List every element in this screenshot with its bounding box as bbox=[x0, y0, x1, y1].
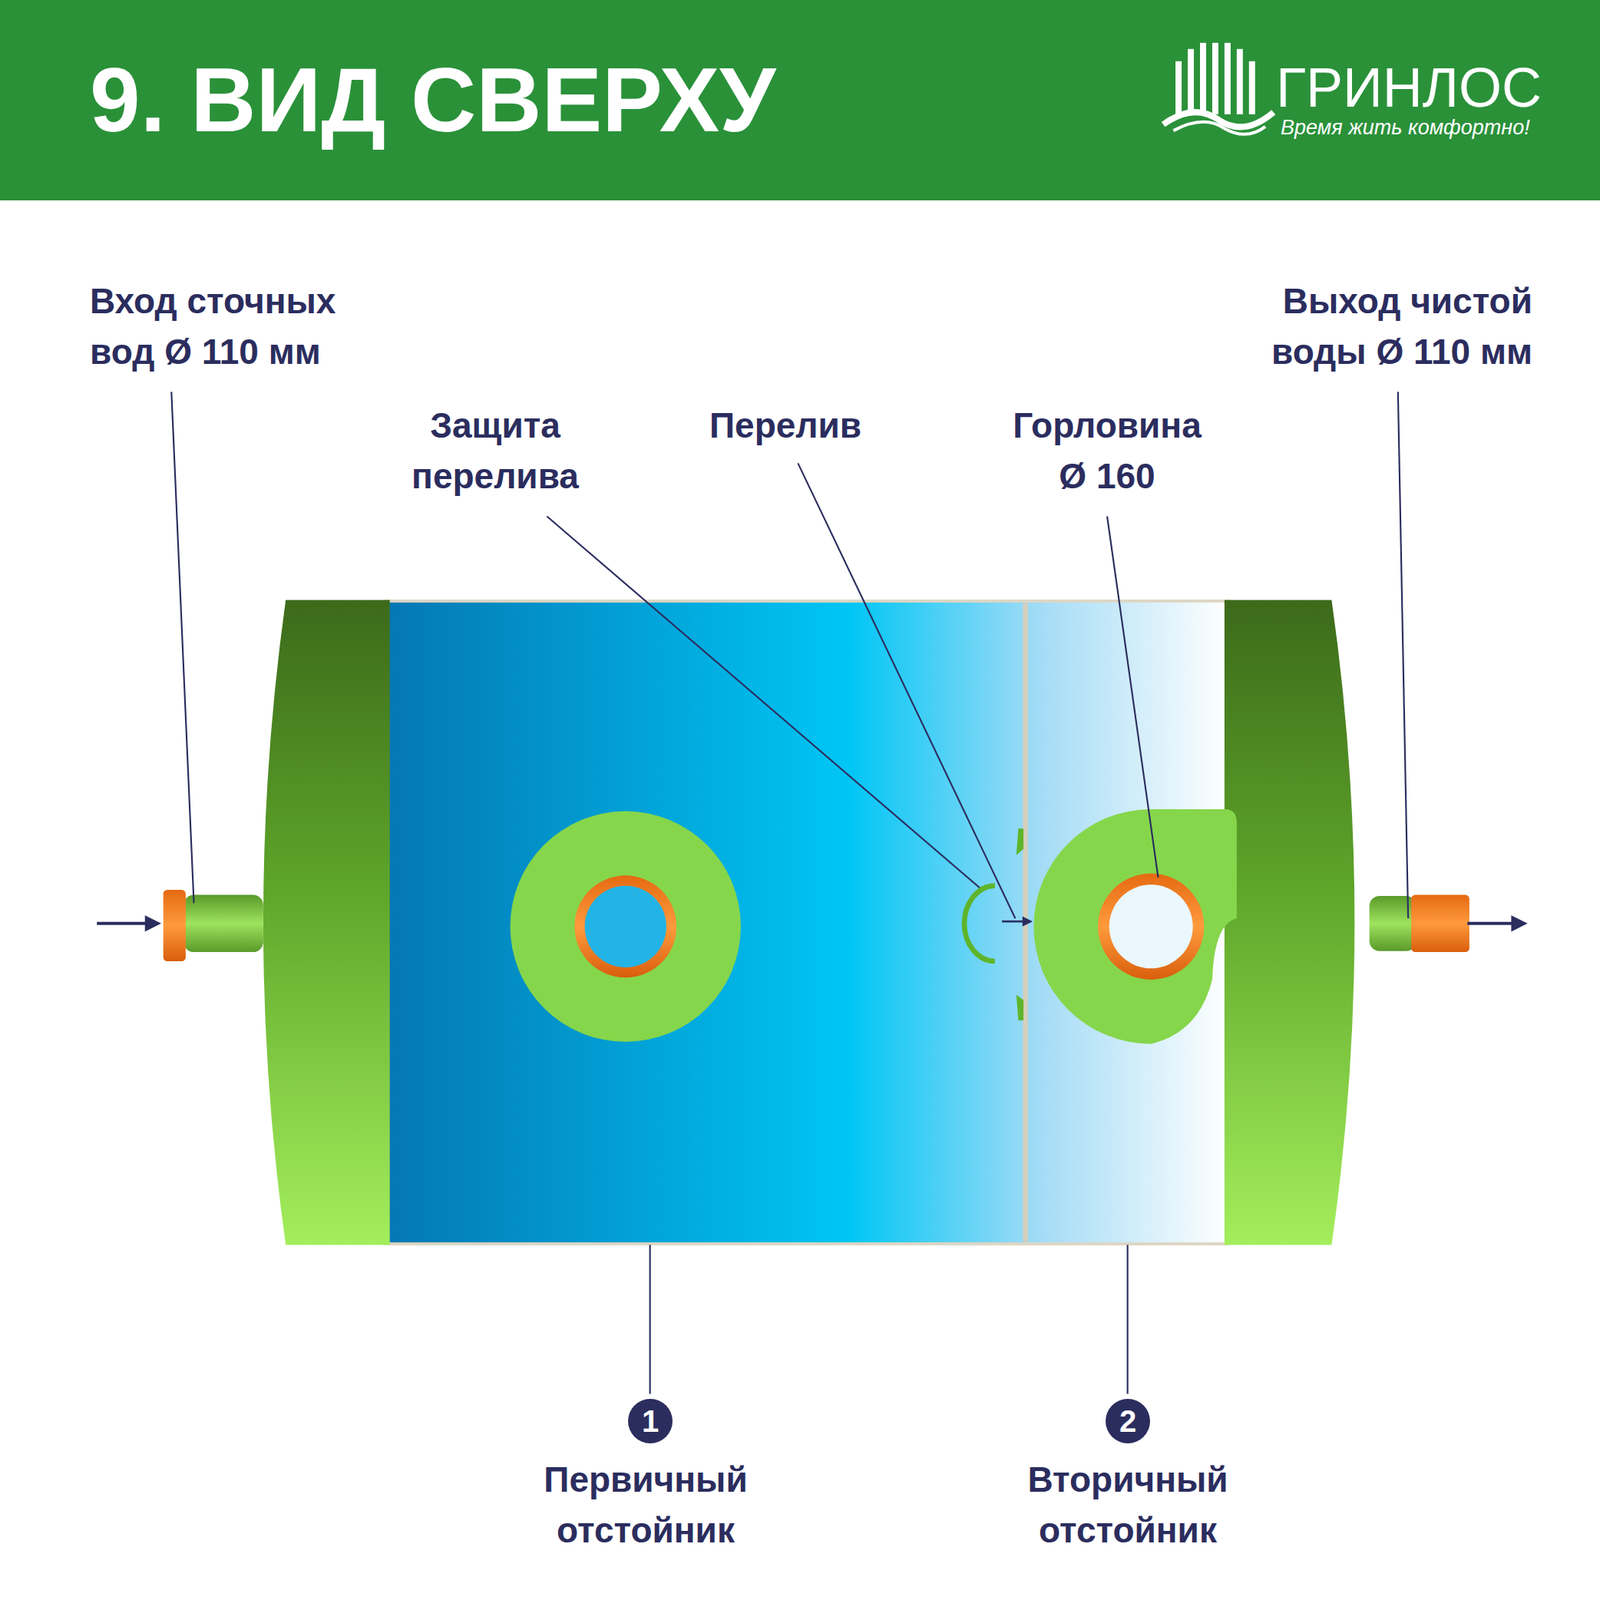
callout-text: 1 bbox=[641, 1405, 659, 1437]
inlet-label: Вход сточных вод Ø 110 мм bbox=[89, 275, 397, 377]
secondary-hatch-part bbox=[1033, 809, 1237, 1045]
inlet-pipe-part bbox=[145, 915, 162, 932]
leader-lines-part bbox=[171, 391, 194, 903]
logo-icon bbox=[1163, 42, 1274, 135]
outlet-pipe-part bbox=[1467, 922, 1515, 926]
secondary-hatch bbox=[1033, 809, 1237, 1045]
logo-icon-part bbox=[1212, 42, 1219, 115]
hatch-label: Горловина Ø 160 bbox=[999, 400, 1215, 502]
logo-icon-part bbox=[1175, 61, 1182, 115]
callout-number: 2 bbox=[1105, 1398, 1151, 1444]
inlet-pipe-part bbox=[163, 889, 186, 962]
compartment-label: Первичный отстойник bbox=[522, 1454, 769, 1556]
overflow-guard-label: Защита перелива bbox=[383, 400, 607, 502]
logo-icon-part bbox=[1224, 42, 1231, 115]
secondary-hatch-part bbox=[1097, 873, 1204, 980]
primary-hatch bbox=[510, 811, 741, 1042]
inlet-pipe-part bbox=[183, 895, 264, 953]
logo-name: ГРИНЛОС bbox=[1276, 56, 1542, 119]
tank-body-part bbox=[385, 601, 1229, 1244]
logo-icon-part bbox=[1200, 42, 1207, 115]
logo-icon-part bbox=[1173, 122, 1266, 135]
leader-lines-part bbox=[1127, 1244, 1129, 1394]
outlet-pipe-part bbox=[1510, 915, 1528, 932]
outlet-pipe-part bbox=[1369, 895, 1417, 952]
overflow-part bbox=[1016, 828, 1024, 856]
compartment-label: Вторичный отстойник bbox=[1004, 1454, 1251, 1556]
overflow-part bbox=[1001, 920, 1024, 923]
secondary-hatch-part bbox=[1109, 884, 1194, 969]
overflow-part bbox=[964, 885, 996, 962]
logo-icon-part bbox=[1249, 61, 1256, 115]
tank-body-part bbox=[1224, 600, 1355, 1246]
leader-lines-part bbox=[649, 1244, 652, 1394]
tank-body-part bbox=[263, 600, 391, 1246]
leader-lines bbox=[171, 391, 1409, 1394]
leader-lines-part bbox=[1398, 391, 1409, 919]
leader-lines-part bbox=[546, 516, 980, 889]
leader-lines-part bbox=[797, 462, 1015, 919]
primary-hatch-part bbox=[574, 875, 677, 978]
leader-lines-part bbox=[1107, 516, 1158, 878]
primary-hatch-part bbox=[585, 885, 667, 968]
outlet-pipe-part bbox=[1411, 895, 1470, 953]
outlet-label: Выход чистой воды Ø 110 мм bbox=[1217, 275, 1533, 377]
overflow-part bbox=[1022, 916, 1033, 927]
inlet-pipe-part bbox=[96, 922, 149, 926]
tank-body bbox=[263, 600, 1355, 1246]
outlet-pipe bbox=[1369, 895, 1528, 953]
overflow-label: Перелив bbox=[709, 400, 862, 451]
primary-hatch-part bbox=[510, 811, 741, 1042]
logo-icon-part bbox=[1187, 49, 1194, 115]
logo-icon-part bbox=[1236, 49, 1243, 115]
page-title: 9. ВИД СВЕРХУ bbox=[89, 49, 777, 150]
inlet-pipe bbox=[96, 889, 264, 962]
callout-number: 1 bbox=[628, 1398, 673, 1444]
overflow bbox=[964, 828, 1033, 1021]
overflow-part bbox=[1016, 995, 1024, 1021]
logo-slogan: Время жить комфортно! bbox=[1280, 115, 1531, 140]
callout-text: 2 bbox=[1119, 1405, 1137, 1437]
